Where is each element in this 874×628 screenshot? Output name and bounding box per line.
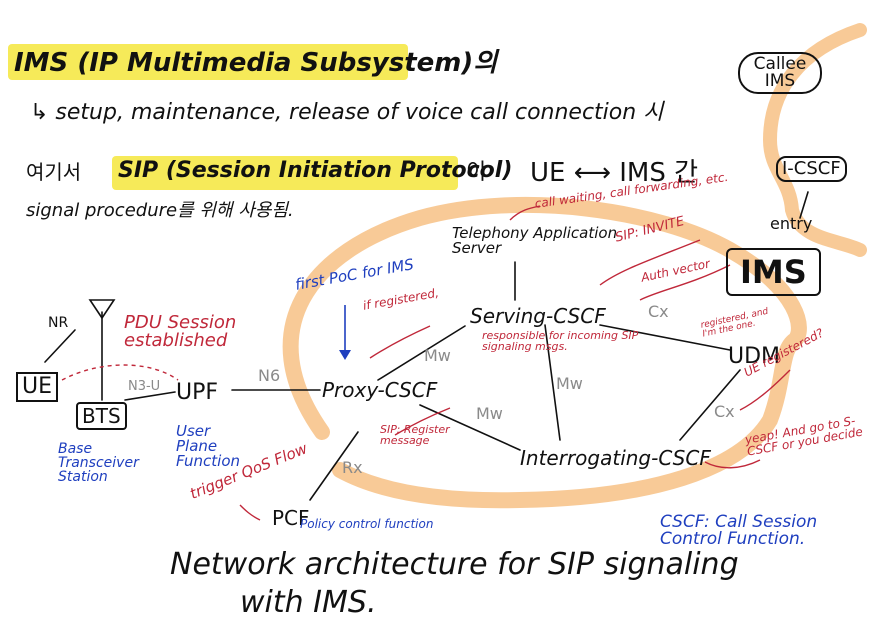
title-highlight — [8, 44, 408, 80]
upf-full-note: User Plane Function — [176, 422, 241, 470]
policy-note: Policy control function — [300, 517, 434, 531]
callee-loop — [762, 23, 867, 257]
if-registered-arrow — [369, 325, 431, 359]
ue-ims-label: UE ⟷ IMS 간 — [530, 158, 699, 188]
link-scscf-udm — [599, 324, 731, 351]
link-pcscf-scscf — [377, 325, 466, 381]
header-line-4: signal procedure를 위해 사용됨. — [26, 200, 294, 221]
s-cscf-node: Serving-CSCF — [470, 304, 606, 328]
pdu-arrow — [61, 364, 179, 381]
i-cscf-box: I-CSCF — [776, 156, 847, 182]
sip-register-note: SIP: Register message — [380, 423, 450, 447]
link-nr-ue — [44, 329, 76, 363]
p-cscf-node: Proxy-CSCF — [322, 378, 438, 402]
auth-vector-arrow — [639, 264, 731, 301]
sip-invite-arrow — [599, 239, 701, 286]
header-line-3-prefix: 여기서 — [26, 160, 82, 184]
entry-label: entry — [770, 214, 813, 233]
cscf-full-note: CSCF: Call Session Control Function. — [660, 512, 818, 549]
mw-label-3: Mw — [476, 404, 503, 423]
link-bts-upf — [124, 391, 176, 401]
cx-label-1: Cx — [648, 302, 669, 321]
trigger-qos-arrow — [239, 504, 261, 521]
antenna-icon — [88, 299, 116, 320]
yeap-arrow — [704, 459, 761, 469]
pdu-session-note: PDU Session established — [124, 312, 237, 351]
link-icscf-entry — [799, 191, 809, 219]
mw-label-2: Mw — [556, 374, 583, 393]
footer-line-2: with IMS. — [240, 585, 377, 620]
first-poc-arrowhead — [339, 350, 351, 360]
link-pcscf-icscf — [419, 404, 521, 451]
bts-node: BTS — [76, 402, 127, 430]
ue-node: UE — [16, 372, 59, 402]
nr-label: NR — [48, 315, 69, 331]
footer-line-1: Network architecture for SIP signaling — [170, 547, 739, 582]
pcf-node: PCF — [272, 506, 310, 530]
link-pcscf-pcf — [309, 431, 359, 501]
bts-full-note: Base Transceiver Station — [58, 441, 139, 485]
rx-label: Rx — [342, 458, 363, 477]
cx-label-2: Cx — [714, 402, 735, 421]
callee-ims-node: Callee IMS — [738, 52, 822, 94]
call-waiting-arrow — [509, 205, 541, 221]
link-scscf-icscf — [544, 324, 561, 441]
header-line-2: ↳ setup, maintenance, release of voice c… — [30, 100, 664, 125]
ims-loop — [282, 196, 807, 509]
header-line-3-suffix: 이 — [466, 160, 487, 185]
n6-label: N6 — [258, 366, 281, 385]
ue-registered-arrow — [739, 369, 791, 411]
ims-box: IMS — [726, 248, 821, 296]
sip-register-arrow — [394, 407, 451, 436]
n3-label: N3-U — [128, 379, 161, 394]
upf-node: UPF — [176, 380, 219, 405]
i-cscf-node: Interrogating-CSCF — [520, 446, 711, 470]
responsible-note: responsible for incoming SIP signaling m… — [482, 329, 639, 353]
page-title: IMS (IP Multimedia Subsystem)의 — [14, 48, 498, 78]
link-icscf-udm — [679, 369, 741, 441]
udm-node: UDM — [728, 344, 781, 369]
mw-label-1: Mw — [424, 346, 451, 365]
sip-highlight — [112, 156, 458, 190]
tas-node: Telephony Application Server — [452, 224, 618, 257]
sip-highlight-label: SIP (Session Initiation Protocol) — [118, 158, 513, 183]
